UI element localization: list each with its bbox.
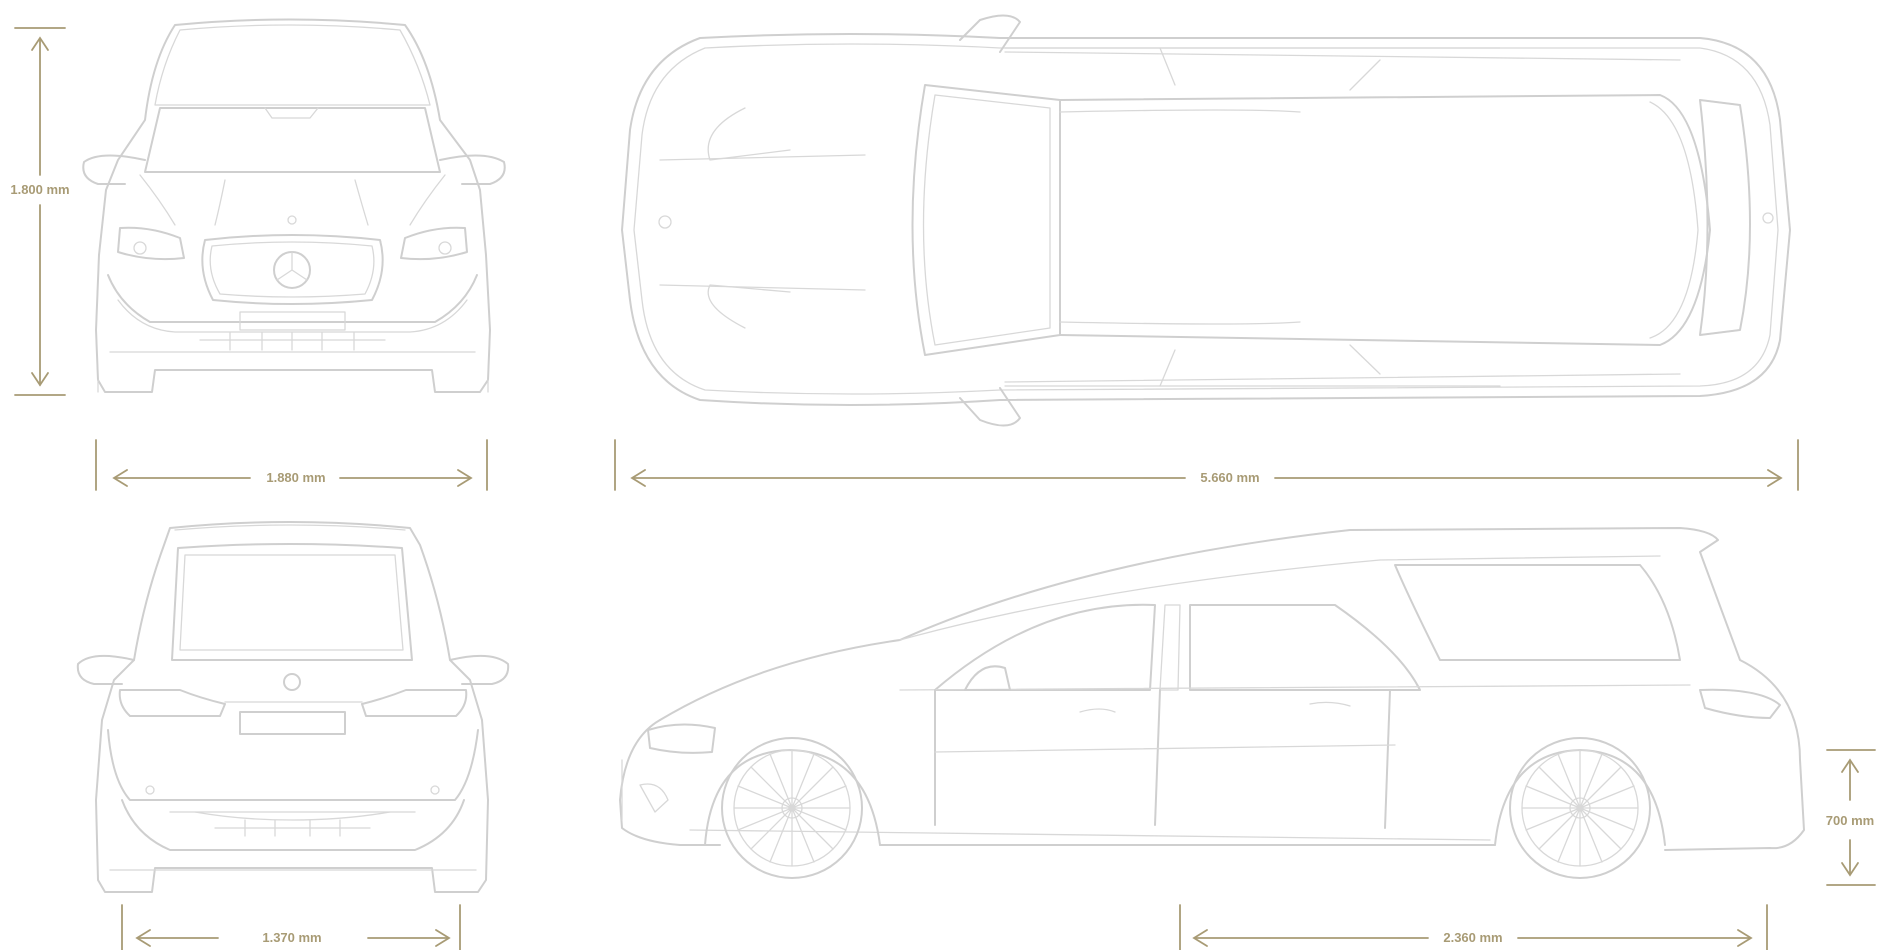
rear-height-dimension: [1826, 749, 1876, 886]
front-view: [82, 18, 506, 393]
rear-height-label: 700 mm: [1826, 813, 1874, 828]
side-view: [619, 527, 1805, 879]
length-dimension: [614, 439, 1799, 491]
rear-section-label: 2.360 mm: [1443, 930, 1502, 945]
rear-view: [76, 521, 510, 893]
track-label: 1.370 mm: [262, 930, 321, 945]
track-dimension: [121, 904, 461, 950]
height-label: 1.800 mm: [10, 182, 69, 197]
rear-section-dimension: [1179, 904, 1768, 950]
height-dimension: [14, 27, 66, 396]
length-label: 5.660 mm: [1200, 470, 1259, 485]
width-dimension: [95, 439, 488, 491]
width-label: 1.880 mm: [266, 470, 325, 485]
top-view: [621, 14, 1791, 427]
